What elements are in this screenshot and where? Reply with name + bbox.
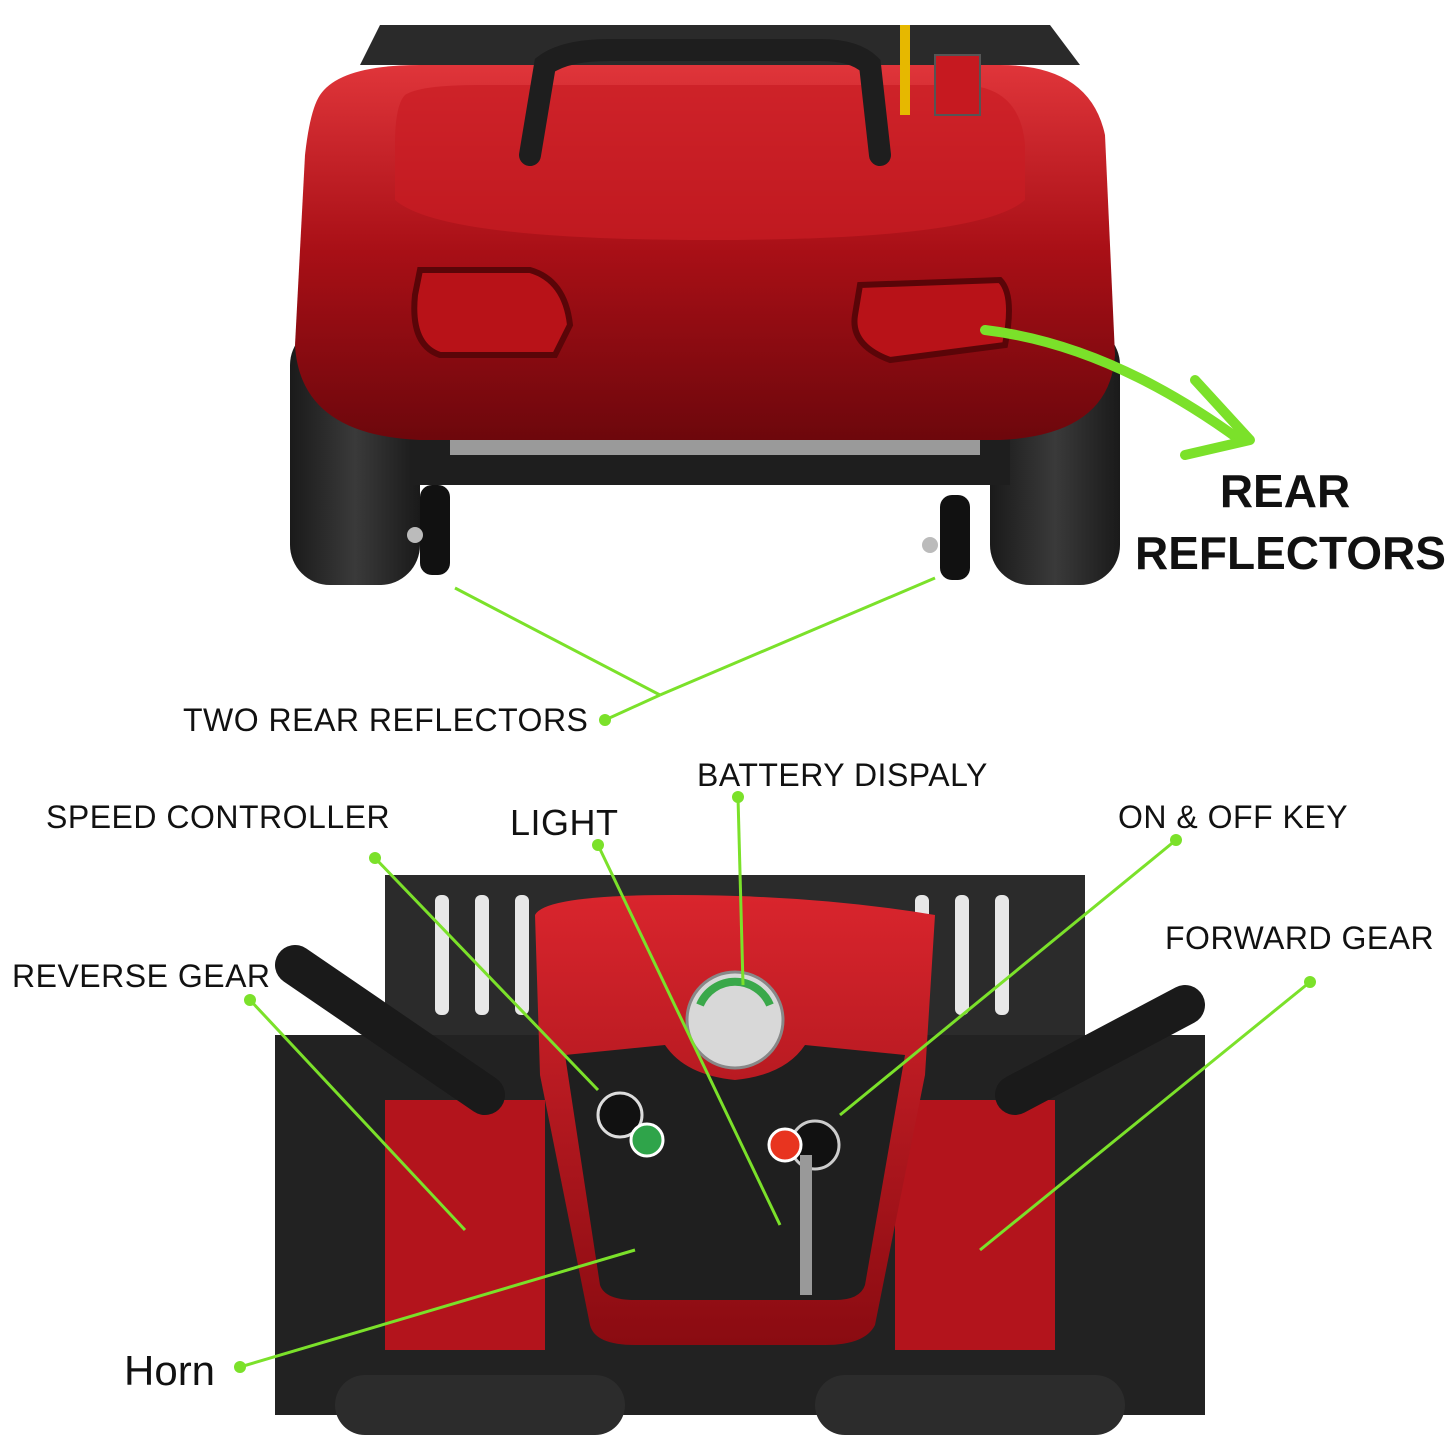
rear-reflectors-title-line1: REAR [1219, 465, 1351, 517]
scooter-rear-photo [290, 25, 1120, 585]
rear-reflectors-title: REAR REFLECTORS [1135, 460, 1445, 584]
on-off-key-label: ON & OFF KEY [1118, 799, 1349, 835]
two-rear-reflectors-label: TWO REAR REFLECTORS [183, 702, 589, 738]
forward-gear-label: FORWARD GEAR [1165, 920, 1435, 956]
battery-display-label: BATTERY DISPALY [697, 757, 988, 793]
speed-controller-label: SPEED CONTROLLER [46, 799, 391, 835]
control-panel-photo [275, 875, 1205, 1435]
horn-label: Horn [124, 1347, 216, 1394]
light-label: LIGHT [510, 802, 619, 843]
reverse-gear-label: REVERSE GEAR [12, 958, 271, 994]
rear-reflectors-title-line2: REFLECTORS [1135, 527, 1445, 579]
